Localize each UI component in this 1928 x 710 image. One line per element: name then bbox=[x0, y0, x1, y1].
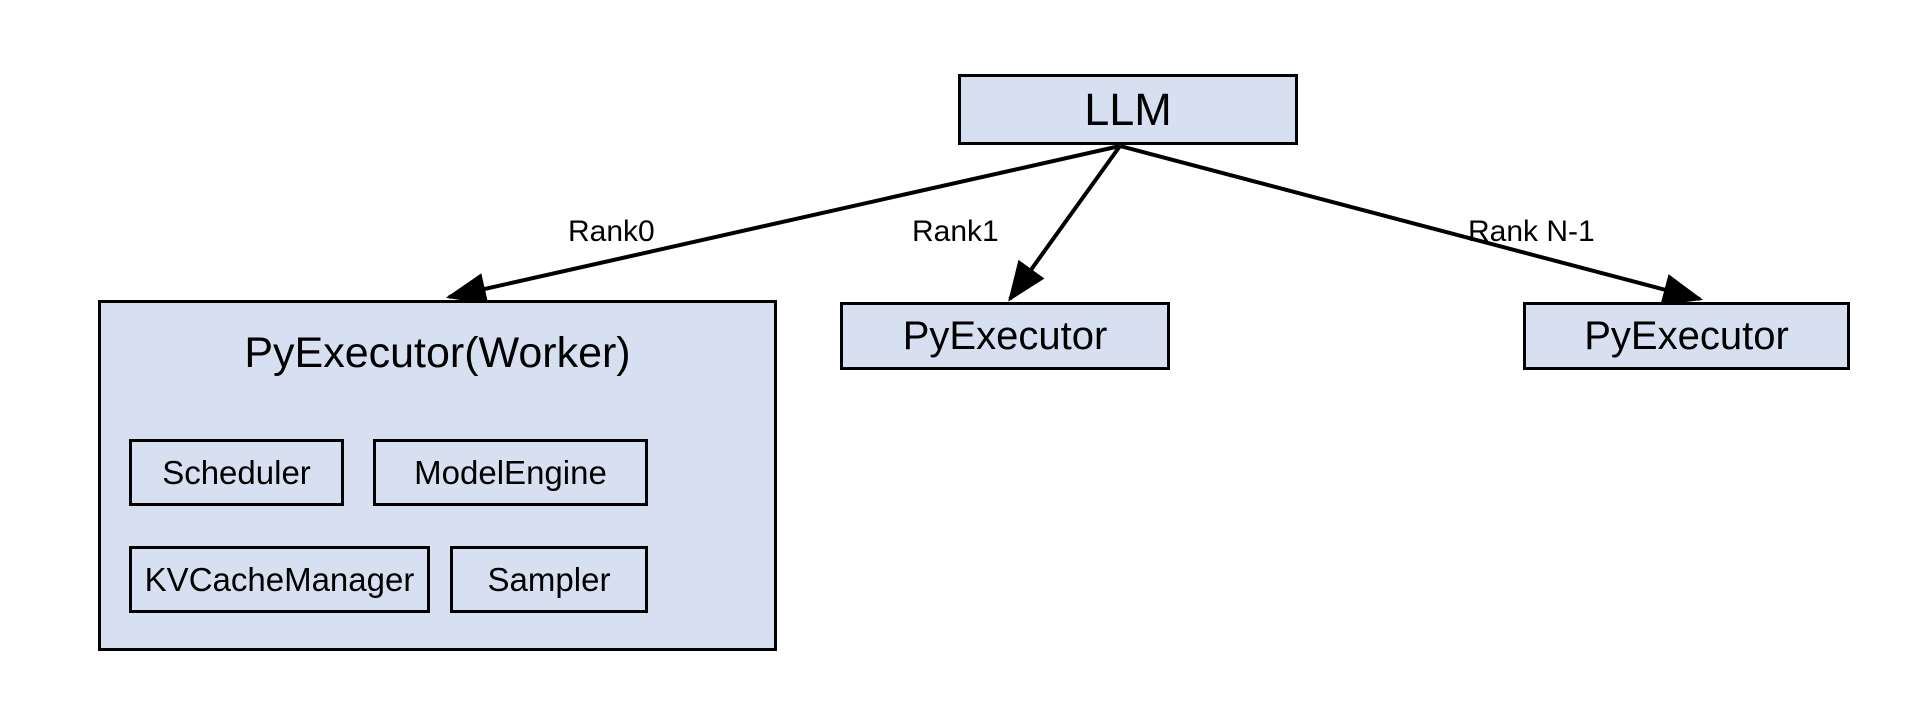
node-model-engine[interactable]: ModelEngine bbox=[373, 439, 648, 506]
edge-llm-to-pyexecutor-right bbox=[1119, 144, 1704, 306]
node-kv-cache-manager[interactable]: KVCacheManager bbox=[129, 546, 430, 613]
node-pyexecutor-rank1[interactable]: PyExecutor bbox=[840, 302, 1170, 370]
node-pyexecutor-worker-label: PyExecutor(Worker) bbox=[244, 329, 631, 377]
node-pyexecutor-rank-n[interactable]: PyExecutor bbox=[1523, 302, 1850, 370]
edge-label-rank0: Rank0 bbox=[568, 215, 655, 248]
node-scheduler[interactable]: Scheduler bbox=[129, 439, 344, 506]
node-sampler-label: Sampler bbox=[487, 561, 611, 598]
node-scheduler-label: Scheduler bbox=[162, 454, 311, 491]
node-pyexecutor-rank-n-label: PyExecutor bbox=[1584, 314, 1789, 358]
edge-label-rank1: Rank1 bbox=[912, 215, 999, 248]
node-llm-label: LLM bbox=[1084, 84, 1172, 135]
node-sampler[interactable]: Sampler bbox=[450, 546, 648, 613]
node-pyexecutor-rank1-label: PyExecutor bbox=[902, 314, 1108, 358]
node-llm[interactable]: LLM bbox=[958, 74, 1298, 145]
node-pyexecutor-worker[interactable]: PyExecutor(Worker) Scheduler ModelEngine… bbox=[98, 300, 777, 651]
node-model-engine-label: ModelEngine bbox=[414, 454, 607, 491]
node-kv-cache-manager-label: KVCacheManager bbox=[144, 561, 415, 598]
edge-label-rank-n-1: Rank N-1 bbox=[1468, 215, 1595, 248]
edge-llm-to-worker bbox=[445, 144, 1121, 305]
edge-llm-to-pyexecutor-mid bbox=[1008, 144, 1122, 302]
